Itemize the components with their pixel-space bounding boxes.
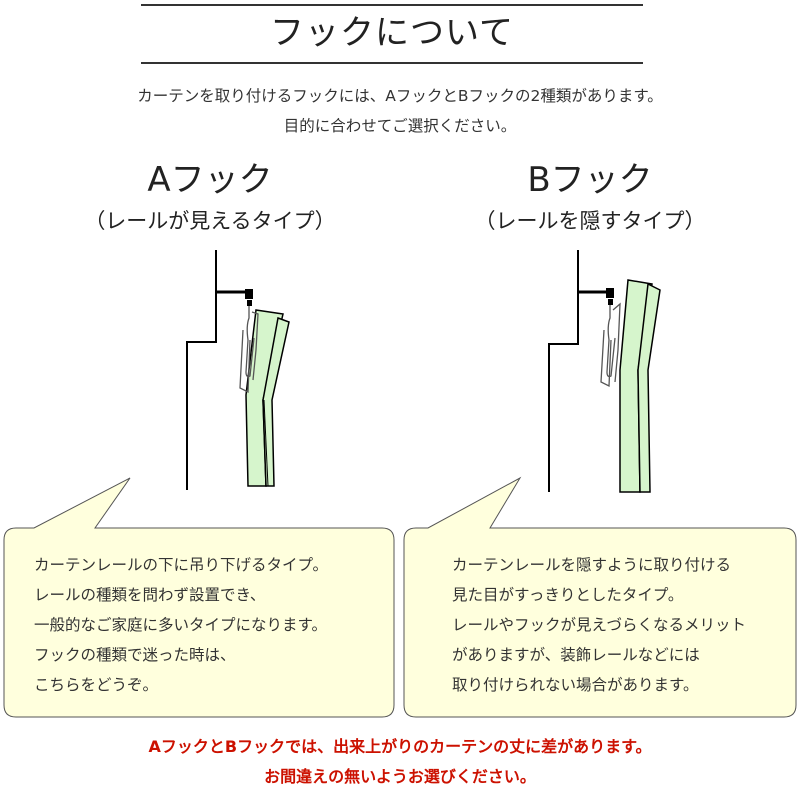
hook-a-curtain — [245, 309, 290, 487]
hook-b-description-line: 見た目がすっきりとしたタイプ。 — [452, 586, 684, 604]
notice-line-2: お間違えの無いようお選びください。 — [264, 767, 536, 786]
title-bottom-rule — [141, 62, 643, 64]
hook-a-hook-icon — [239, 306, 259, 394]
hook-a-description-line: 一般的なご家庭に多いタイプになります。 — [34, 616, 327, 634]
notice-line-1: AフックとBフックでは、出来上がりのカーテンの丈に差があります。 — [148, 737, 652, 756]
title-top-rule — [141, 4, 643, 6]
hook-b-description-line: 取り付けられない場合があります。 — [452, 676, 699, 694]
intro-line-1: カーテンを取り付けるフックには、AフックとBフックの2種類があります。 — [137, 87, 663, 105]
hook-a-description-line: カーテンレールの下に吊り下げるタイプ。 — [34, 556, 329, 574]
hook-a-subtitle: （レールが見えるタイプ） — [84, 209, 336, 233]
hook-b-description: カーテンレールを隠すように取り付ける 見た目がすっきりとしたタイプ。 レールやフ… — [452, 550, 746, 700]
hook-a-description: カーテンレールの下に吊り下げるタイプ。 レールの種類を問わず設置でき、 一般的な… — [34, 550, 328, 700]
hook-a-wall — [186, 250, 253, 490]
hook-a-description-line: フックの種類で迷った時は、 — [34, 646, 236, 664]
intro-line-2: 目的に合わせてご選択ください。 — [283, 117, 517, 135]
hook-b-title: Bフック — [527, 160, 653, 200]
hook-b-curtain — [619, 279, 661, 493]
page-title: フックについて — [270, 13, 514, 53]
hook-a-description-line: レールの種類を問わず設置でき、 — [34, 586, 266, 604]
hook-b-hook-icon — [600, 302, 621, 388]
hook-a-description-line: こちらをどうぞ。 — [34, 676, 159, 694]
hook-b-subtitle: （レールを隠すタイプ） — [474, 209, 706, 233]
hook-b-description-line: レールやフックが見えづらくなるメリット — [452, 616, 747, 634]
hook-b-description-line: カーテンレールを隠すように取り付ける — [452, 556, 732, 574]
hook-b-description-line: がありますが、装飾レールなどには — [452, 646, 700, 664]
hook-a-title: Aフック — [147, 160, 273, 200]
hook-b-wall — [548, 250, 614, 492]
